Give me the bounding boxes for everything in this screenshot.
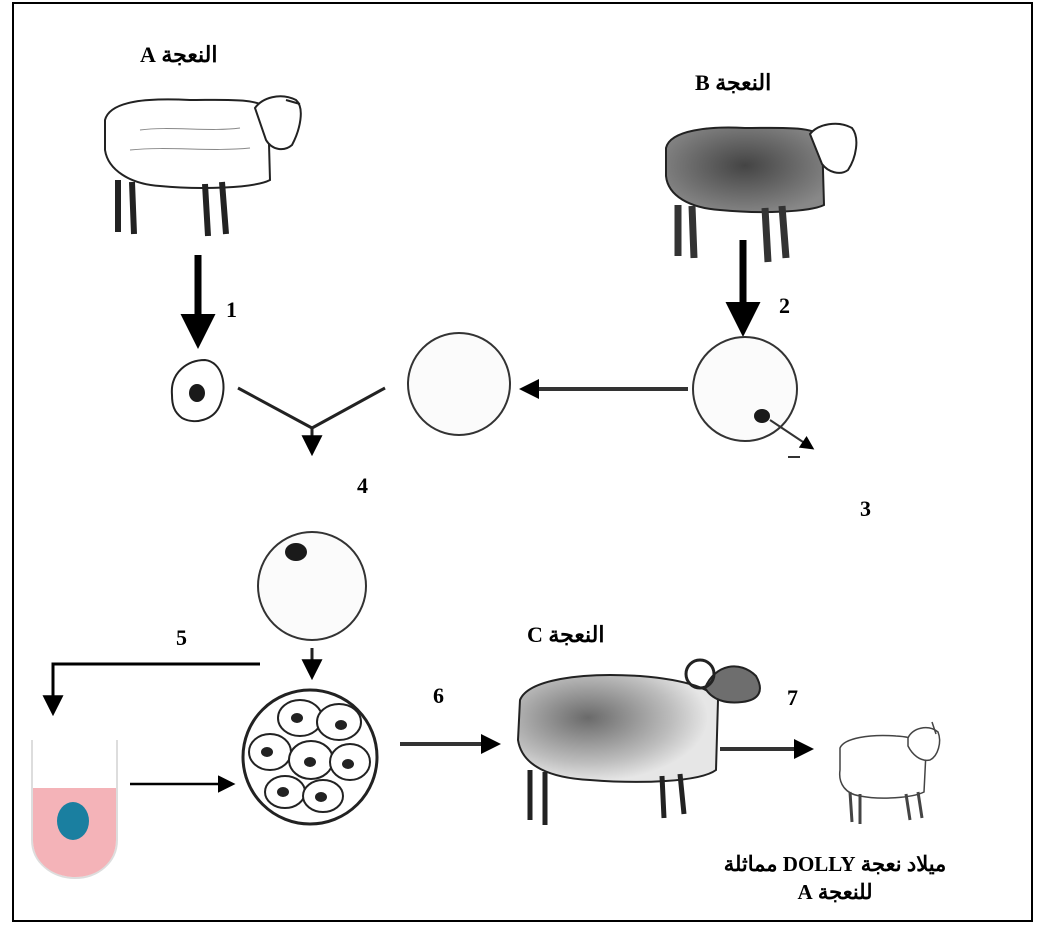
caption-line-1: ميلاد نعجة DOLLY مماثلة — [700, 850, 970, 878]
somatic-nucleus — [189, 384, 205, 402]
arrow-step-5 — [53, 664, 260, 712]
step-2-label: 2 — [779, 293, 790, 319]
somatic-cell — [172, 360, 224, 421]
enucleated-egg — [408, 333, 510, 435]
step-6-label: 6 — [433, 683, 444, 709]
step-5-label: 5 — [176, 625, 187, 651]
step-7-label: 7 — [787, 685, 798, 711]
step-1-label: 1 — [226, 297, 237, 323]
sheep-b-illustration — [666, 124, 856, 262]
label-sheep-b: النعجة B — [695, 70, 771, 96]
embryo-cells — [243, 690, 377, 824]
culture-tube — [32, 740, 117, 878]
label-sheep-c: النعجة C — [527, 622, 604, 648]
egg-nucleus — [754, 409, 770, 423]
dolly-caption: ميلاد نعجة DOLLY مماثلة للنعجة A — [700, 850, 970, 906]
sheep-a-illustration — [105, 96, 301, 236]
arrow-step-3 — [770, 420, 812, 448]
sheep-c-illustration — [518, 660, 760, 825]
caption-line-2: للنعجة A — [700, 878, 970, 906]
step-4-label: 4 — [357, 473, 368, 499]
reconstructed-egg — [258, 532, 366, 640]
egg-cell-b — [693, 337, 812, 457]
culture-nucleus — [57, 802, 89, 840]
dolly-lamb-illustration — [840, 722, 940, 824]
step-3-label: 3 — [860, 496, 871, 522]
label-sheep-a: النعجة A — [140, 42, 217, 68]
